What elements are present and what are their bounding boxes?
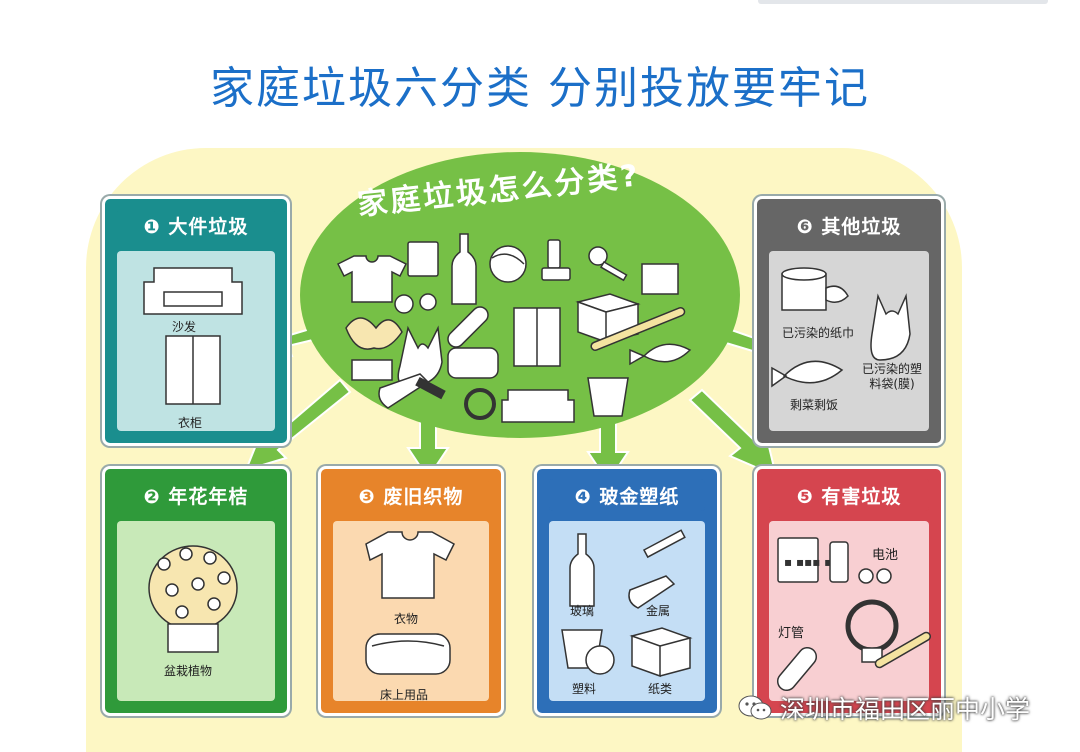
arrow-to-hazardous xyxy=(688,388,778,478)
ring-lamp-icon xyxy=(845,599,899,653)
flowers-illustration xyxy=(148,545,238,653)
tshirt-icon xyxy=(336,255,408,303)
paper-box-icon xyxy=(629,627,693,678)
label-bedding: 床上用品 xyxy=(380,688,429,702)
ring-lamp-icon xyxy=(464,388,496,420)
cfl-bulb-icon xyxy=(776,646,818,692)
wechat-icon xyxy=(738,695,772,720)
panel-large-header: ❶ 大件垃圾 xyxy=(117,209,275,241)
panel-textiles-header: ❸ 废旧织物 xyxy=(333,479,489,511)
fish-bone-icon xyxy=(629,343,692,366)
label-battery: 电池 xyxy=(872,548,899,563)
label-wardrobe: 衣柜 xyxy=(178,416,203,430)
panel-hazardous-header: ❺ 有害垃圾 xyxy=(769,479,929,511)
battery-icon xyxy=(407,241,439,277)
label-plastic: 塑料 xyxy=(572,682,597,696)
large-items-illustration xyxy=(143,267,243,405)
tshirt-icon xyxy=(365,531,455,599)
fluorescent-tube-icon xyxy=(590,306,686,351)
other-waste-illustration xyxy=(771,267,911,388)
glass-bottle-icon xyxy=(569,533,595,607)
label-leftovers: 剩菜剩饭 xyxy=(790,398,839,412)
label-soiled-tissue: 已污染的纸巾 xyxy=(782,326,855,340)
recyclables-illustration xyxy=(561,529,693,678)
fluorescent-bulb-icon xyxy=(447,306,489,348)
watermark-text: 深圳市福田区丽中小学 xyxy=(780,695,1031,724)
ball-icon xyxy=(489,245,527,283)
watermark: 深圳市福田区丽中小学 xyxy=(738,690,1030,726)
hazardous-illustration: ▪ ▪▪▪ ▪ xyxy=(776,537,931,692)
button-cell-icon xyxy=(858,568,874,584)
plastic-ball-icon xyxy=(585,645,615,675)
label-clothes: 衣物 xyxy=(394,612,419,626)
label-soiled-plastic-bag: 已污染的塑料袋(膜) xyxy=(862,362,923,391)
label-lamp-tube: 灯管 xyxy=(778,626,805,641)
battery-icon xyxy=(777,537,819,583)
label-metal: 金属 xyxy=(646,604,671,618)
bedding-icon xyxy=(365,633,451,675)
label-sofa: 沙发 xyxy=(172,320,197,334)
panel-other-title: ❻ 其他垃圾 xyxy=(796,215,902,238)
sofa-icon xyxy=(501,389,575,423)
panel-flowers-header: ❷ 年花年桔 xyxy=(117,479,275,511)
cloud-items-illustration xyxy=(336,233,692,423)
panel-recyclables-title: ❹ 玻金塑纸 xyxy=(574,485,680,508)
coin-icon xyxy=(394,294,414,314)
bottle-icon xyxy=(451,233,477,305)
panel-recyclables-header: ❹ 玻金塑纸 xyxy=(549,479,705,511)
label-potted-plant: 盆栽植物 xyxy=(164,664,213,678)
panel-textiles-title: ❸ 废旧织物 xyxy=(358,485,464,508)
svg-text:▪ ▪▪▪ ▪: ▪ ▪▪▪ ▪ xyxy=(784,555,832,569)
tissue-icon xyxy=(641,263,679,295)
panel-hazardous-title: ❺ 有害垃圾 xyxy=(796,485,902,508)
battery-cell-icon xyxy=(547,239,561,269)
label-glass: 玻璃 xyxy=(570,604,595,618)
textiles-illustration xyxy=(365,531,455,675)
label-paper: 纸类 xyxy=(648,682,673,696)
fluorescent-tube-icon xyxy=(874,631,931,669)
screw-icon xyxy=(588,246,608,266)
top-scroll-bar xyxy=(758,0,1048,4)
page-title: 家庭垃圾六分类 分别投放要牢记 xyxy=(210,63,870,114)
plastic-bag-icon xyxy=(870,293,911,361)
potted-plant-icon xyxy=(345,317,403,350)
panel-large-title: ❶ 大件垃圾 xyxy=(143,215,249,238)
plastic-bag-icon xyxy=(397,325,443,387)
sofa-icon xyxy=(143,267,243,315)
fish-bone-icon xyxy=(771,360,844,388)
panel-other-header: ❻ 其他垃圾 xyxy=(769,209,929,241)
blanket-icon xyxy=(447,347,499,379)
battery-cell-icon xyxy=(829,541,849,583)
metal-knife-icon xyxy=(628,575,676,609)
bucket-icon xyxy=(587,377,629,417)
panel-flowers-title: ❷ 年花年桔 xyxy=(143,485,249,508)
